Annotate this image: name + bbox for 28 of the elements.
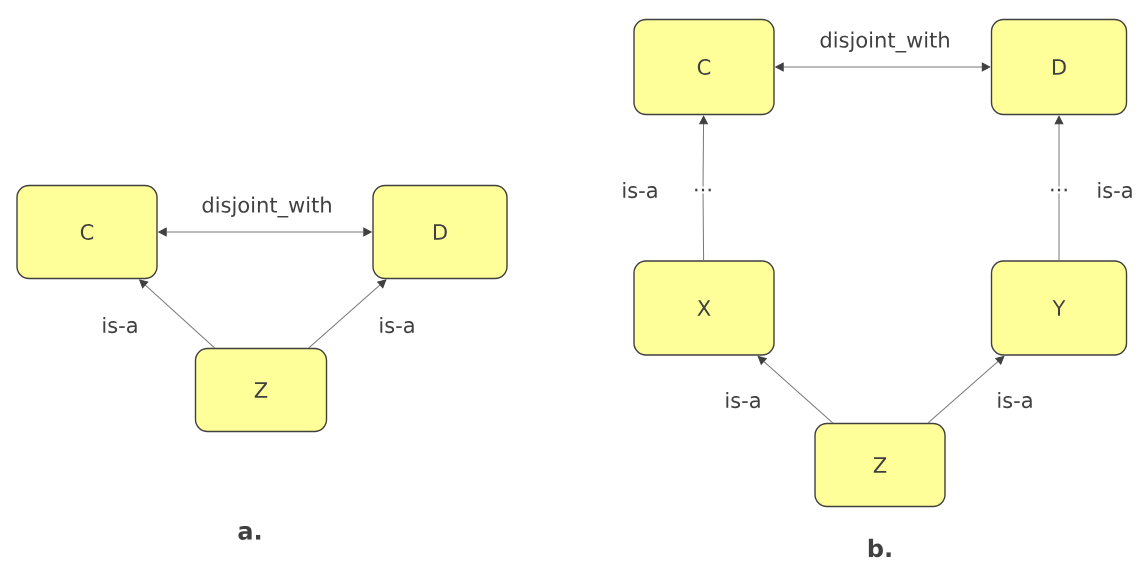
edge-label: is-a xyxy=(99,314,141,336)
arrow xyxy=(775,62,991,72)
arrow xyxy=(139,279,216,349)
arrow xyxy=(927,355,1005,424)
class-box: X xyxy=(633,260,775,356)
class-box: C xyxy=(16,184,158,280)
class-box: Y xyxy=(990,260,1128,356)
arrow xyxy=(1054,115,1064,187)
panel-label: a. xyxy=(238,526,261,540)
edge-label: disjoint_with xyxy=(199,194,335,220)
edge-label: is-a xyxy=(376,314,418,336)
panel-label: b. xyxy=(868,538,891,558)
arrow xyxy=(699,115,708,187)
edge-label: is-a xyxy=(1094,179,1136,201)
arrow xyxy=(308,279,387,349)
arrow xyxy=(158,227,372,237)
class-box: C xyxy=(633,18,775,116)
ellipsis-text: ... xyxy=(1051,188,1067,192)
class-box: Z xyxy=(194,347,328,433)
edge-label: disjoint_with xyxy=(817,29,953,55)
class-box: D xyxy=(372,184,508,280)
arrow xyxy=(757,355,834,424)
edge-label: is-a xyxy=(619,179,661,201)
class-box: D xyxy=(990,18,1128,116)
edge-label: is-a xyxy=(994,389,1036,411)
class-box: Z xyxy=(814,422,946,508)
ellipsis-text: ... xyxy=(695,188,711,192)
edge-label: is-a xyxy=(722,389,764,411)
